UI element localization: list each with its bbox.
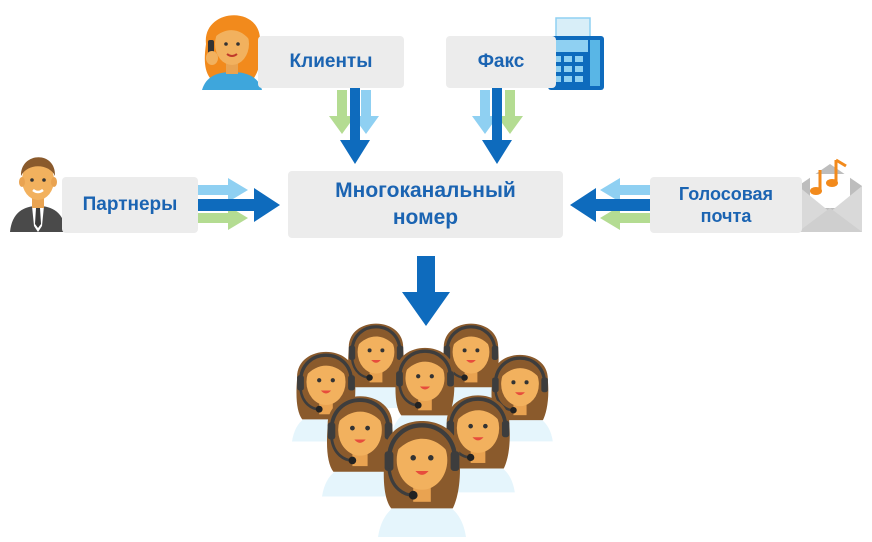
voicemail-arrow-green bbox=[600, 206, 650, 230]
businessman-icon bbox=[10, 157, 66, 232]
operator-5 bbox=[487, 354, 553, 442]
partners-arrow-green bbox=[198, 206, 248, 230]
partners-label: Партнеры bbox=[82, 194, 178, 216]
operator-7 bbox=[441, 395, 515, 493]
voicemail-arrow-darkblue bbox=[570, 188, 650, 222]
fax-machine-icon bbox=[548, 17, 604, 90]
clients-arrow-group bbox=[329, 88, 379, 164]
voicemail-arrow-lightblue bbox=[600, 178, 650, 202]
operator-1 bbox=[344, 323, 408, 408]
clients-node: Клиенты bbox=[258, 36, 404, 88]
operator-8 bbox=[378, 420, 466, 537]
partners-node: Партнеры bbox=[62, 177, 198, 233]
voicemail-arrow-group bbox=[570, 178, 650, 230]
envelope-music-note-icon bbox=[798, 158, 862, 232]
clients-arrow-green bbox=[329, 90, 355, 134]
center-label-line1: Многоканальный bbox=[335, 179, 516, 203]
voicemail-label-line2: почта bbox=[700, 206, 752, 226]
clients-label: Клиенты bbox=[289, 51, 373, 73]
center-label-line2: номер bbox=[392, 205, 459, 229]
fax-arrow-lightblue bbox=[472, 90, 498, 134]
fax-arrow-group bbox=[472, 88, 523, 164]
clients-arrow-darkblue bbox=[340, 88, 370, 164]
woman-on-phone-icon bbox=[202, 15, 262, 90]
partners-arrow-lightblue bbox=[198, 178, 248, 202]
fax-label: Факс bbox=[477, 51, 525, 73]
call-center-operators-icon bbox=[292, 323, 553, 537]
partners-arrow-darkblue bbox=[198, 188, 280, 222]
voicemail-node: Голосовая почта bbox=[650, 177, 802, 233]
multichannel-number-node: Многоканальный номер bbox=[288, 171, 563, 238]
fax-arrow-green bbox=[497, 90, 523, 134]
operator-6 bbox=[322, 396, 398, 497]
partners-arrow-group bbox=[198, 178, 280, 230]
fax-arrow-darkblue bbox=[482, 88, 512, 164]
center-to-operators-arrow bbox=[402, 256, 450, 326]
fax-node: Факс bbox=[446, 36, 556, 88]
voicemail-label-line1: Голосовая bbox=[678, 183, 774, 204]
